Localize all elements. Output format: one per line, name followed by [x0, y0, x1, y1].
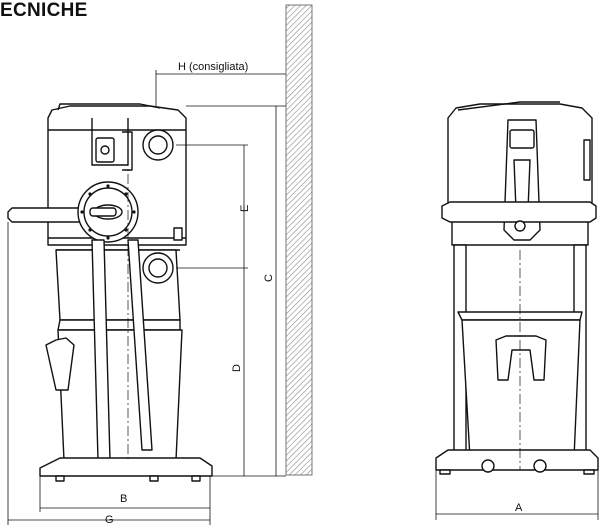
dim-a-label: A — [515, 502, 523, 514]
wall — [285, 4, 313, 476]
front-view — [435, 101, 599, 475]
dim-h-label: H (consigliata) — [178, 61, 248, 73]
dimension-a — [435, 470, 599, 520]
section-heading: ECNICHE — [0, 0, 88, 21]
dim-e-label: E — [239, 205, 251, 212]
dimension-lines — [7, 70, 286, 525]
dim-c-label: C — [263, 274, 275, 282]
dim-d-label: D — [231, 364, 243, 372]
dim-b-label: B — [120, 493, 127, 505]
dim-g-label: G — [105, 514, 114, 526]
side-view — [7, 103, 213, 482]
